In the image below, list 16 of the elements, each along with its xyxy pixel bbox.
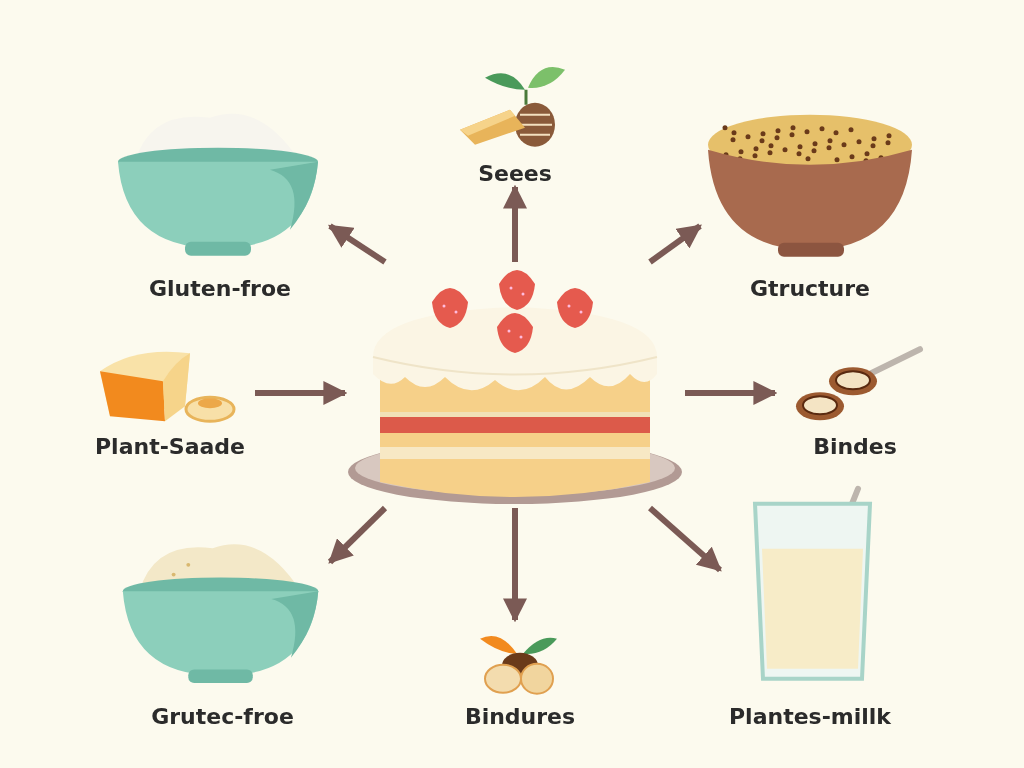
arrow (648, 223, 702, 265)
ingredient-label: Plantes-millk (729, 702, 891, 730)
ingredient-label: Grutec-froe (151, 702, 294, 730)
arrow (327, 505, 388, 565)
ingredient-label: Seees (478, 159, 552, 187)
arrow (503, 508, 527, 623)
arrow (328, 223, 387, 265)
ingredient-label: Plant-Saade (95, 432, 245, 460)
arrow (255, 381, 348, 405)
arrow (685, 381, 778, 405)
arrow (503, 184, 527, 262)
ingredient-label: Gtructure (749, 274, 871, 302)
ingredient-label: Gluten-froe (149, 274, 291, 302)
ingredient-label: Bindes (813, 432, 897, 460)
ingredient-label: Bindures (464, 702, 576, 730)
arrow (648, 505, 722, 573)
